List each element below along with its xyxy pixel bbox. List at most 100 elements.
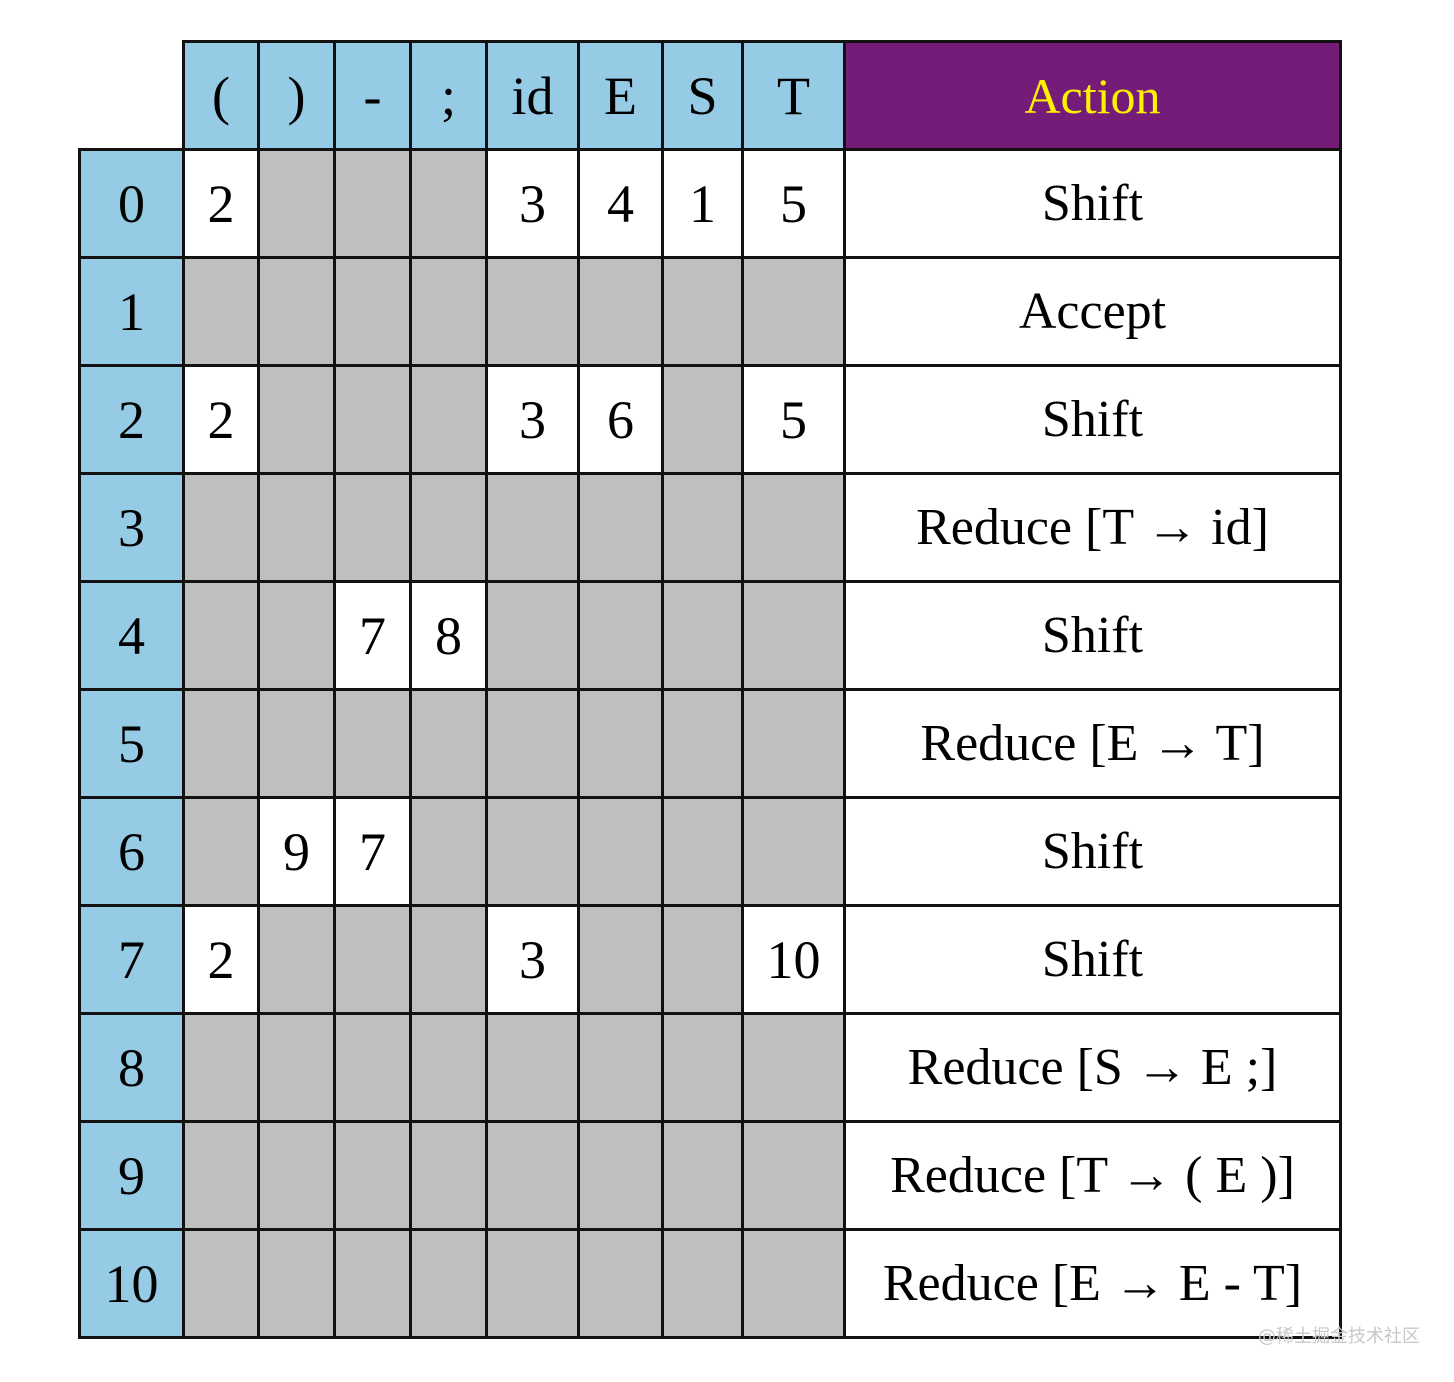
- empty-cell: [257, 904, 336, 1015]
- goto-cell: 3: [485, 364, 580, 475]
- column-header: S: [661, 40, 744, 151]
- empty-cell: [257, 472, 336, 583]
- empty-cell: [577, 1120, 664, 1231]
- empty-cell: [741, 796, 846, 907]
- state-label: 0: [78, 148, 185, 259]
- empty-cell: [741, 472, 846, 583]
- empty-cell: [577, 688, 664, 799]
- empty-cell: [409, 688, 488, 799]
- empty-cell: [333, 904, 412, 1015]
- goto-cell: 5: [741, 364, 846, 475]
- state-label: 8: [78, 1012, 185, 1123]
- empty-cell: [409, 364, 488, 475]
- action-cell: Shift: [843, 364, 1342, 475]
- empty-cell: [333, 148, 412, 259]
- empty-cell: [333, 1228, 412, 1339]
- empty-cell: [257, 580, 336, 691]
- empty-cell: [741, 580, 846, 691]
- state-label: 5: [78, 688, 185, 799]
- state-label: 1: [78, 256, 185, 367]
- empty-cell: [409, 1228, 488, 1339]
- empty-cell: [333, 1012, 412, 1123]
- empty-cell: [485, 688, 580, 799]
- goto-cell: 8: [409, 580, 488, 691]
- goto-cell: 2: [182, 148, 260, 259]
- state-label: 6: [78, 796, 185, 907]
- goto-cell: 3: [485, 148, 580, 259]
- action-cell: Shift: [843, 796, 1342, 907]
- empty-cell: [485, 1120, 580, 1231]
- empty-cell: [182, 796, 260, 907]
- column-header: id: [485, 40, 580, 151]
- empty-cell: [485, 580, 580, 691]
- empty-cell: [333, 1120, 412, 1231]
- empty-cell: [577, 256, 664, 367]
- empty-cell: [333, 364, 412, 475]
- empty-cell: [661, 904, 744, 1015]
- goto-cell: 9: [257, 796, 336, 907]
- empty-cell: [333, 688, 412, 799]
- goto-cell: 2: [182, 904, 260, 1015]
- empty-cell: [661, 688, 744, 799]
- state-label: 4: [78, 580, 185, 691]
- goto-cell: 4: [577, 148, 664, 259]
- empty-cell: [661, 256, 744, 367]
- empty-cell: [485, 1012, 580, 1123]
- column-header: E: [577, 40, 664, 151]
- column-header: ): [257, 40, 336, 151]
- state-label: 2: [78, 364, 185, 475]
- action-cell: Reduce [T → id]: [843, 472, 1342, 583]
- action-cell: Shift: [843, 580, 1342, 691]
- empty-cell: [485, 256, 580, 367]
- watermark: @稀土掘金技术社区: [1258, 1326, 1420, 1347]
- state-label: 10: [78, 1228, 185, 1339]
- empty-cell: [741, 1120, 846, 1231]
- empty-cell: [409, 148, 488, 259]
- empty-cell: [661, 364, 744, 475]
- empty-cell: [661, 472, 744, 583]
- empty-cell: [661, 1012, 744, 1123]
- state-label: 3: [78, 472, 185, 583]
- empty-cell: [257, 1012, 336, 1123]
- empty-cell: [409, 472, 488, 583]
- action-cell: Reduce [E → T]: [843, 688, 1342, 799]
- empty-cell: [485, 796, 580, 907]
- goto-cell: 3: [485, 904, 580, 1015]
- action-cell: Shift: [843, 904, 1342, 1015]
- empty-cell: [333, 472, 412, 583]
- goto-cell: 7: [333, 796, 412, 907]
- column-header: T: [741, 40, 846, 151]
- action-cell: Shift: [843, 148, 1342, 259]
- column-header: ;: [409, 40, 488, 151]
- goto-cell: 2: [182, 364, 260, 475]
- action-cell: Accept: [843, 256, 1342, 367]
- action-cell: Reduce [S → E ;]: [843, 1012, 1342, 1123]
- empty-cell: [182, 580, 260, 691]
- empty-cell: [182, 472, 260, 583]
- empty-cell: [741, 1228, 846, 1339]
- empty-cell: [409, 1120, 488, 1231]
- empty-cell: [182, 1228, 260, 1339]
- empty-cell: [409, 796, 488, 907]
- column-header: (: [182, 40, 260, 151]
- empty-cell: [661, 1228, 744, 1339]
- column-header: -: [333, 40, 412, 151]
- empty-cell: [409, 904, 488, 1015]
- empty-cell: [485, 472, 580, 583]
- empty-cell: [182, 1120, 260, 1231]
- empty-cell: [257, 1120, 336, 1231]
- empty-cell: [661, 1120, 744, 1231]
- empty-cell: [577, 472, 664, 583]
- goto-cell: 5: [741, 148, 846, 259]
- empty-cell: [257, 1228, 336, 1339]
- empty-cell: [577, 1012, 664, 1123]
- empty-cell: [257, 148, 336, 259]
- goto-cell: 6: [577, 364, 664, 475]
- empty-cell: [257, 688, 336, 799]
- state-label: 7: [78, 904, 185, 1015]
- state-label: 9: [78, 1120, 185, 1231]
- empty-cell: [577, 580, 664, 691]
- action-cell: Reduce [T → ( E )]: [843, 1120, 1342, 1231]
- empty-cell: [741, 256, 846, 367]
- empty-cell: [485, 1228, 580, 1339]
